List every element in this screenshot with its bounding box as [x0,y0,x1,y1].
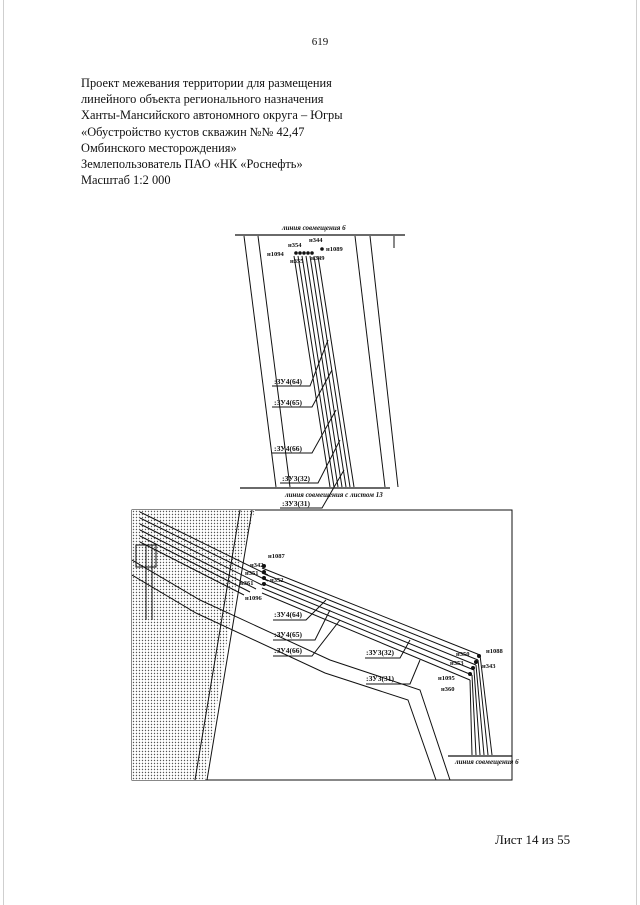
header-line: линейного объекта регионального назначен… [81,92,324,107]
boundary-line [354,235,386,488]
point-label: н1088 [486,648,503,655]
parcel-line [309,255,347,488]
header-line: Ханты-Мансийского автономного округа – Ю… [81,108,343,123]
page-number: 619 [311,36,329,48]
point-label: н343 [482,663,496,670]
parcel-label: :ЗУ4(64) [274,610,303,619]
parcel-label: :ЗУ4(65) [274,630,303,639]
point-label: н355 [290,258,304,265]
header-line: Землепользователь ПАО «НК «Роснефть» [81,157,303,172]
parcel-label: :ЗУ3(31) [282,499,311,508]
parcel-label: :ЗУ3(31) [366,674,395,683]
parcel-label: :ЗУ4(66) [274,646,303,655]
parcel-line [301,255,339,488]
leader-line [272,339,329,387]
boundary-line [369,235,399,488]
point-label: н351 [245,570,259,577]
header-line: Омбинского месторождения» [81,140,237,155]
leader-line [272,369,333,408]
boundary-line [257,235,291,488]
parcel-line [313,255,351,488]
parcel-label: :ЗУ3(32) [282,474,311,483]
document-header: Проект межевания территории для размещен… [81,75,343,188]
parcel-line [293,255,331,488]
point-label: н360 [441,686,455,693]
point-label: н342 [250,562,264,569]
sheet-number: Лист 14 из 55 [495,832,571,847]
point-label: н1089 [326,246,343,253]
parcel-line [317,255,355,488]
point-label: н361 [240,580,254,587]
parcel-label: :ЗУ3(32) [366,648,395,657]
hatched-area [132,510,255,780]
point-label: н352 [270,577,284,584]
point-label: н353 [450,660,464,667]
scan-edge-left [3,0,4,905]
match-caption: линия совмещения с листом 13 [284,491,383,499]
header-line: Проект межевания территории для размещен… [81,76,332,90]
point-label: н354 [288,242,302,249]
point-label: н1087 [268,553,285,560]
leader-line [272,409,337,454]
scale-line: Масштаб 1:2 000 [81,173,171,188]
point-label: н1095 [438,675,455,682]
match-caption: линия совмещения 6 [454,758,519,766]
point-label: н349 [311,255,325,262]
point-label: н1096 [245,595,262,602]
leader-line [280,469,345,509]
parcel-label: :ЗУ4(64) [274,377,303,386]
boundary-line [243,235,277,488]
parcel-label: :ЗУ4(65) [274,398,303,407]
point-label: н344 [309,237,323,244]
point-label: н350 [456,651,470,658]
leader-line [280,439,341,484]
parcel-label: :ЗУ4(66) [274,444,303,453]
point-label: н1094 [267,251,284,258]
match-caption: линия совмещения 6 [281,224,346,232]
scan-edge-right [636,0,637,905]
header-line: «Обустройство кустов скважин №№ 42,47 [81,124,305,139]
